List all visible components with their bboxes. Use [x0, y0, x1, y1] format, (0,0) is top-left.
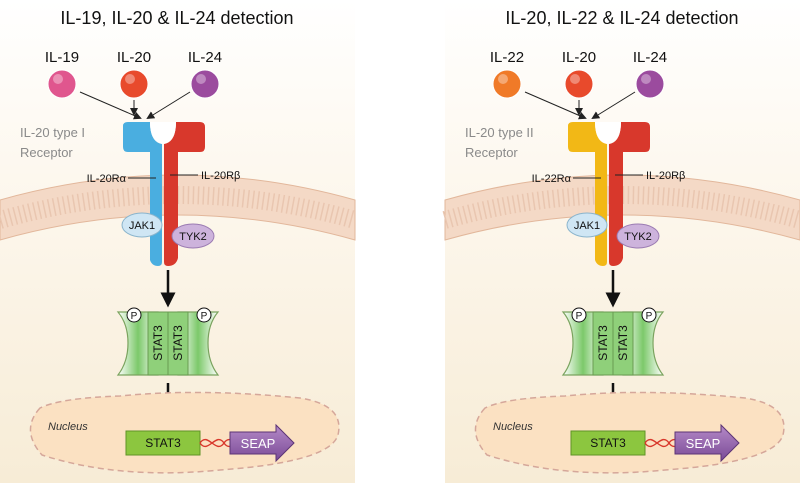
receptor-name: IL-20 type II	[465, 125, 534, 140]
jak1-shape	[121, 212, 163, 238]
ligand-highlight	[641, 74, 651, 84]
phospho-label: P	[131, 311, 138, 322]
stat3-gene-label: STAT3	[590, 436, 626, 450]
stat3-monomer-label: STAT3	[616, 325, 630, 361]
jak1-label: JAK1	[574, 220, 600, 232]
receptor-name: IL-20 type I	[20, 125, 85, 140]
phospho-circle	[196, 307, 212, 323]
nucleus-label: Nucleus	[48, 421, 88, 433]
phospho-label: P	[646, 311, 653, 322]
phospho-circle	[641, 307, 657, 323]
tyk2-shape	[171, 223, 215, 249]
stat3-gene-box	[125, 430, 201, 456]
ligand-circle	[47, 69, 77, 99]
phospho-label: P	[201, 311, 208, 322]
alpha-chain-label: IL-22Rα	[532, 173, 572, 185]
beta-chain-label: IL-20Rβ	[646, 170, 685, 182]
ligand-circle	[635, 69, 665, 99]
alpha-chain-label: IL-20Rα	[87, 173, 127, 185]
stat3-monomer-label: STAT3	[596, 325, 610, 361]
ligand-highlight	[196, 74, 206, 84]
jak1-label: JAK1	[129, 220, 155, 232]
panel-title: IL-19, IL-20 & IL-24 detection	[60, 8, 293, 28]
phospho-label: P	[576, 311, 583, 322]
ligand-label: IL-20	[117, 49, 151, 66]
ligand-circle	[119, 69, 149, 99]
seap-reporter	[674, 423, 740, 463]
stat3-gene-box	[570, 430, 646, 456]
ligand-highlight	[498, 74, 508, 84]
nucleus-label: Nucleus	[493, 421, 533, 433]
receptor-pocket	[595, 122, 621, 144]
ligand-arrow	[146, 91, 191, 120]
beta-chain-label: IL-20Rβ	[201, 170, 240, 182]
membrane-texture	[0, 186, 358, 229]
ligand-label: IL-20	[562, 49, 596, 66]
membrane-texture	[442, 186, 800, 229]
ligand-highlight	[53, 74, 63, 84]
ligand-highlight	[125, 74, 135, 84]
ligand-label: IL-22	[490, 49, 524, 66]
tyk2-shape	[616, 223, 660, 249]
jak1-shape	[566, 212, 608, 238]
ligand-circle	[492, 69, 522, 99]
stat3-monomer-label: STAT3	[151, 325, 165, 361]
receptor-name: Receptor	[20, 145, 73, 160]
phospho-circle	[571, 307, 587, 323]
ligand-highlight	[570, 74, 580, 84]
tyk2-label: TYK2	[179, 231, 207, 243]
ligand-arrow	[591, 91, 636, 120]
ligand-circle	[564, 69, 594, 99]
stat3-gene-label: STAT3	[145, 436, 181, 450]
receptor-name: Receptor	[465, 145, 518, 160]
receptor-pocket	[150, 122, 176, 144]
ligand-label: IL-24	[188, 49, 222, 66]
panel-title: IL-20, IL-22 & IL-24 detection	[505, 8, 738, 28]
seap-label: SEAP	[241, 436, 276, 451]
phospho-circle	[126, 307, 142, 323]
stat3-monomer-label: STAT3	[171, 325, 185, 361]
ligand-label: IL-24	[633, 49, 667, 66]
tyk2-label: TYK2	[624, 231, 652, 243]
seap-label: SEAP	[686, 436, 721, 451]
ligand-circle	[190, 69, 220, 99]
ligand-label: IL-19	[45, 49, 79, 66]
seap-reporter	[229, 423, 295, 463]
